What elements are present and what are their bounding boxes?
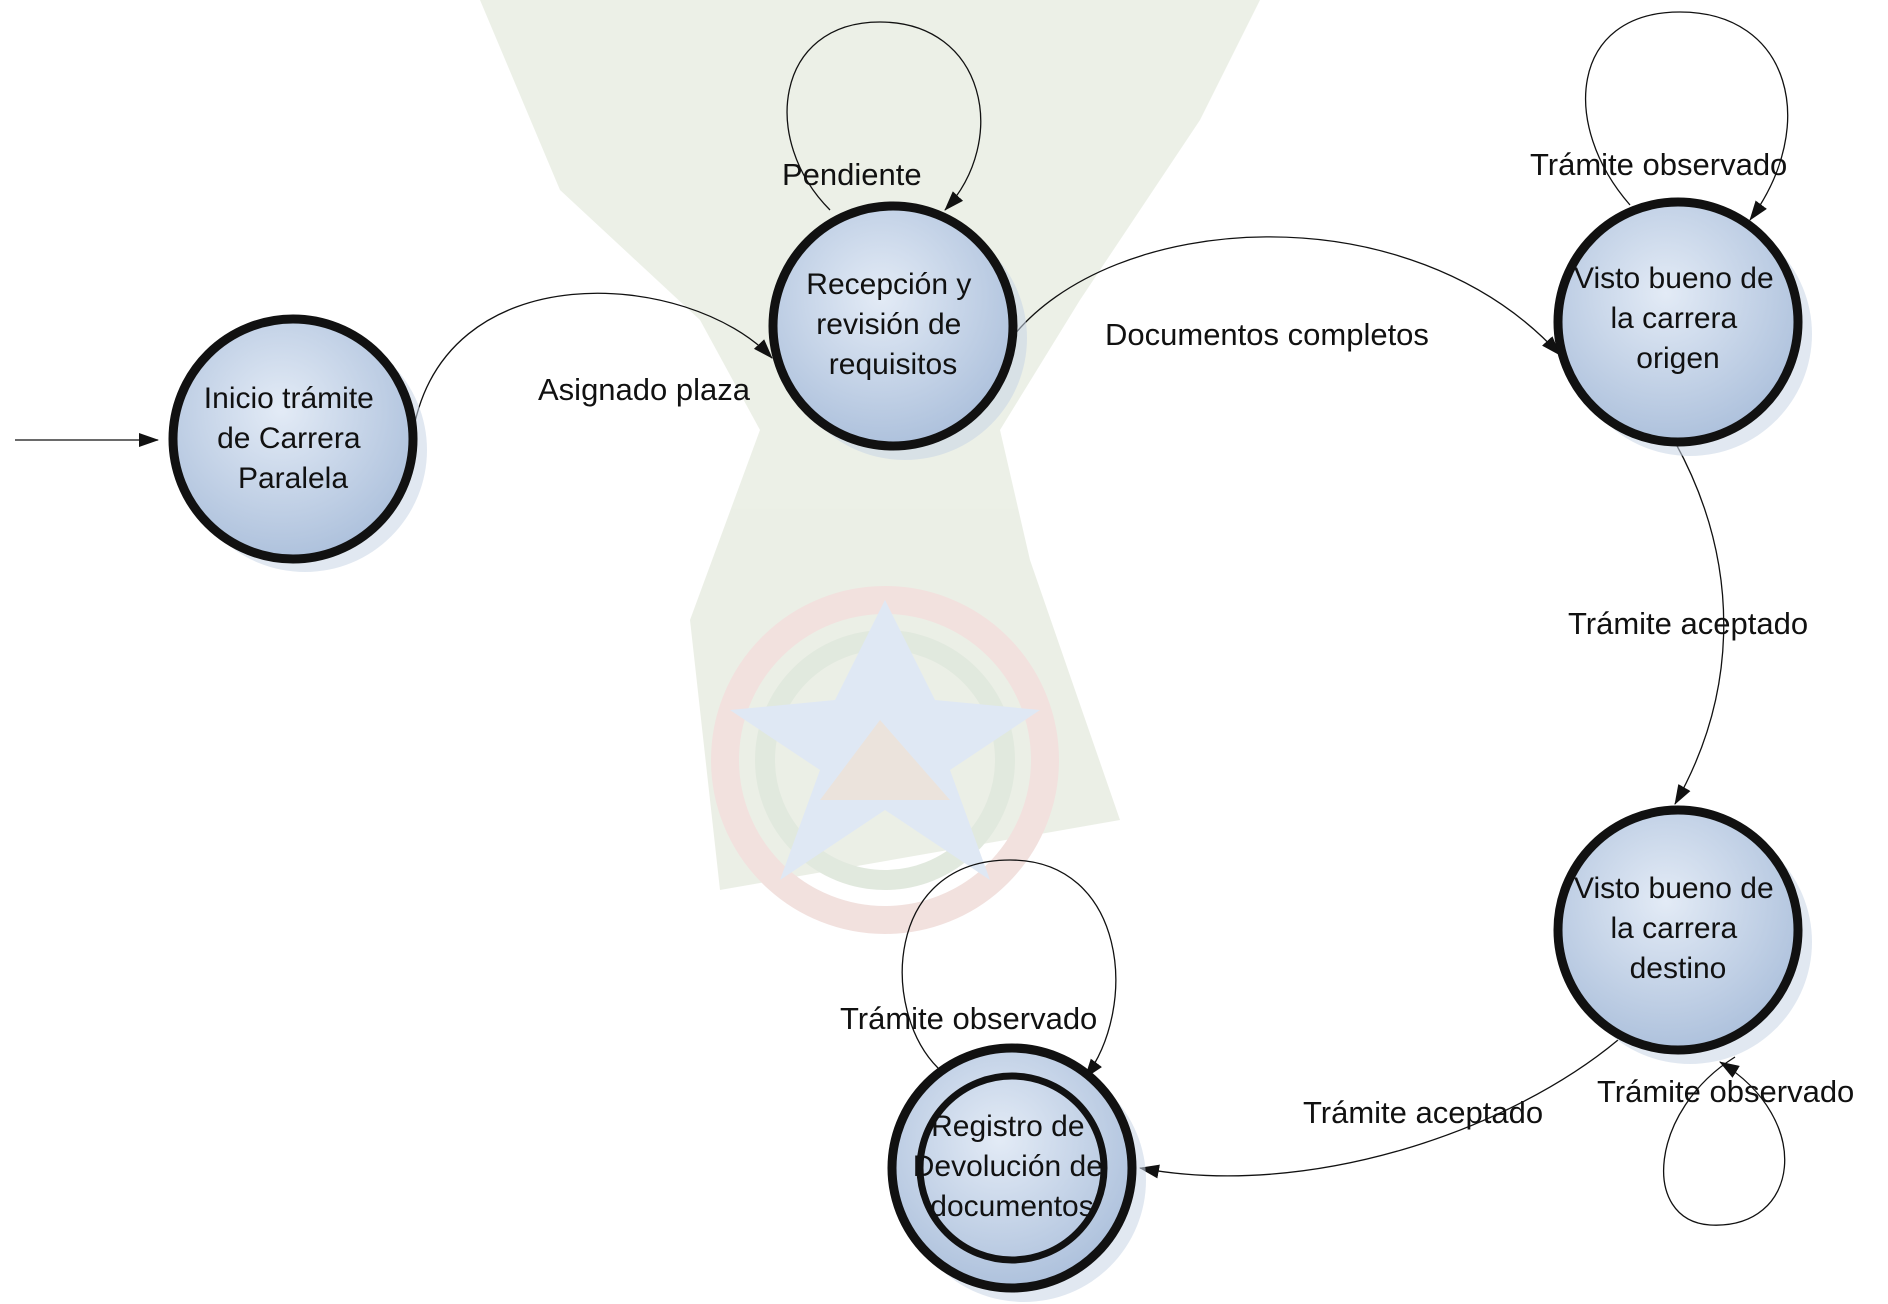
- label-origen-observado: Trámite observado: [1530, 147, 1787, 182]
- state-recepcion-line-2: revisión de: [816, 308, 961, 341]
- state-inicio-line-2: de Carrera: [217, 422, 361, 455]
- transition-registro-observado: [901, 859, 1117, 1079]
- state-inicio-line-3: Paralela: [238, 462, 348, 495]
- transition-pendiente: [786, 21, 982, 211]
- svg-text:Registro de Devolución d: Registro de Devolución de documentos: [913, 1110, 1111, 1223]
- state-visto-destino-line-3: destino: [1630, 952, 1727, 985]
- transition-asignado-plaza: [411, 292, 773, 439]
- seal-watermark-icon: [480, 0, 1260, 934]
- state-registro-line-1: Registro de: [931, 1110, 1084, 1143]
- transition-destino-observado: [1663, 1056, 1786, 1226]
- state-recepcion-line-1: Recepción y: [806, 268, 971, 301]
- state-inicio: Inicio trámite de Carrera Paralela: [168, 314, 427, 572]
- label-asignado-plaza: Asignado plaza: [538, 372, 751, 407]
- svg-text:Recepción y revisión de: Recepción y revisión de requisitos: [806, 268, 979, 381]
- state-visto-origen-line-3: origen: [1636, 342, 1719, 375]
- transition-documentos-completos: [1009, 236, 1561, 356]
- state-visto-origen-line-2: la carrera: [1610, 302, 1737, 335]
- state-visto-destino-line-1: Visto bueno de: [1574, 872, 1774, 905]
- state-recepcion: Recepción y revisión de requisitos: [768, 201, 1027, 460]
- state-recepcion-line-3: requisitos: [829, 348, 957, 381]
- label-documentos-completos: Documentos completos: [1105, 317, 1429, 352]
- state-registro-line-3: documentos: [930, 1190, 1093, 1223]
- label-origen-aceptado: Trámite aceptado: [1568, 606, 1808, 641]
- svg-text:Inicio trámite de Carrer: Inicio trámite de Carrera Paralela: [204, 382, 382, 495]
- state-visto-destino-line-2: la carrera: [1610, 912, 1737, 945]
- svg-text:Visto bueno de la carrer: Visto bueno de la carrera destino: [1574, 872, 1782, 985]
- state-visto-origen: Visto bueno de la carrera origen: [1553, 197, 1812, 456]
- state-visto-destino: Visto bueno de la carrera destino: [1553, 805, 1812, 1064]
- svg-text:Visto bueno de la carrer: Visto bueno de la carrera origen: [1574, 262, 1782, 375]
- state-registro-line-2: Devolución de: [913, 1150, 1103, 1183]
- label-registro-observado: Trámite observado: [840, 1001, 1097, 1036]
- state-registro-final: Registro de Devolución de documentos: [887, 1043, 1146, 1302]
- state-visto-origen-line-1: Visto bueno de: [1574, 262, 1774, 295]
- state-inicio-line-1: Inicio trámite: [204, 382, 374, 415]
- label-destino-aceptado: Trámite aceptado: [1303, 1095, 1543, 1130]
- label-destino-observado: Trámite observado: [1597, 1074, 1854, 1109]
- transition-origen-observado: [1584, 11, 1789, 221]
- transition-origen-aceptado: [1674, 441, 1725, 805]
- transition-destino-aceptado: [1139, 1039, 1619, 1179]
- label-pendiente: Pendiente: [782, 157, 922, 192]
